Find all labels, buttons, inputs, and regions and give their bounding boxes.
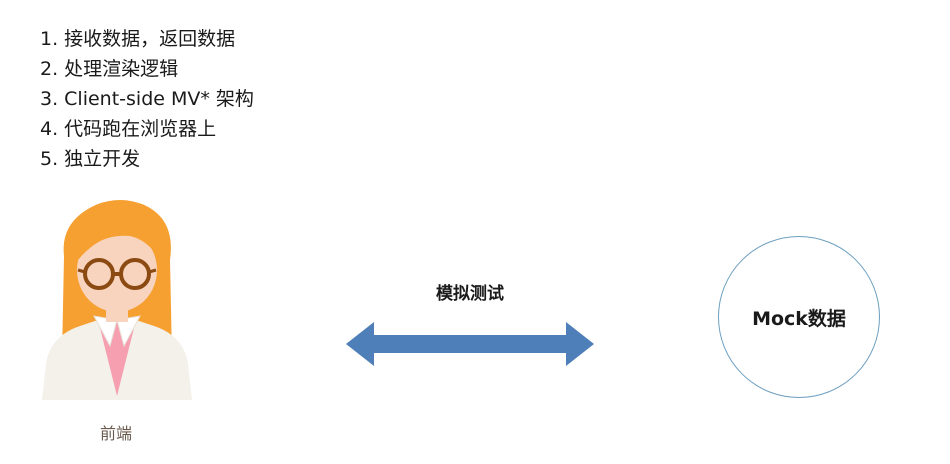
responsibility-list: 1. 接收数据，返回数据 2. 处理渲染逻辑 3. Client-side MV…: [40, 24, 254, 174]
connector-label: 模拟测试: [436, 284, 504, 304]
frontend-developer-avatar: [42, 200, 192, 400]
list-item: 4. 代码跑在浏览器上: [40, 118, 217, 140]
double-arrow-icon: [346, 322, 594, 366]
list-item: 1. 接收数据，返回数据: [40, 28, 236, 50]
list-item: 5. 独立开发: [40, 148, 141, 170]
mock-data-node: Mock数据: [718, 236, 880, 398]
list-item: 3. Client-side MV* 架构: [40, 88, 254, 110]
list-item: 2. 处理渲染逻辑: [40, 58, 179, 80]
mock-data-label: Mock数据: [752, 307, 846, 330]
avatar-caption: 前端: [99, 424, 132, 443]
